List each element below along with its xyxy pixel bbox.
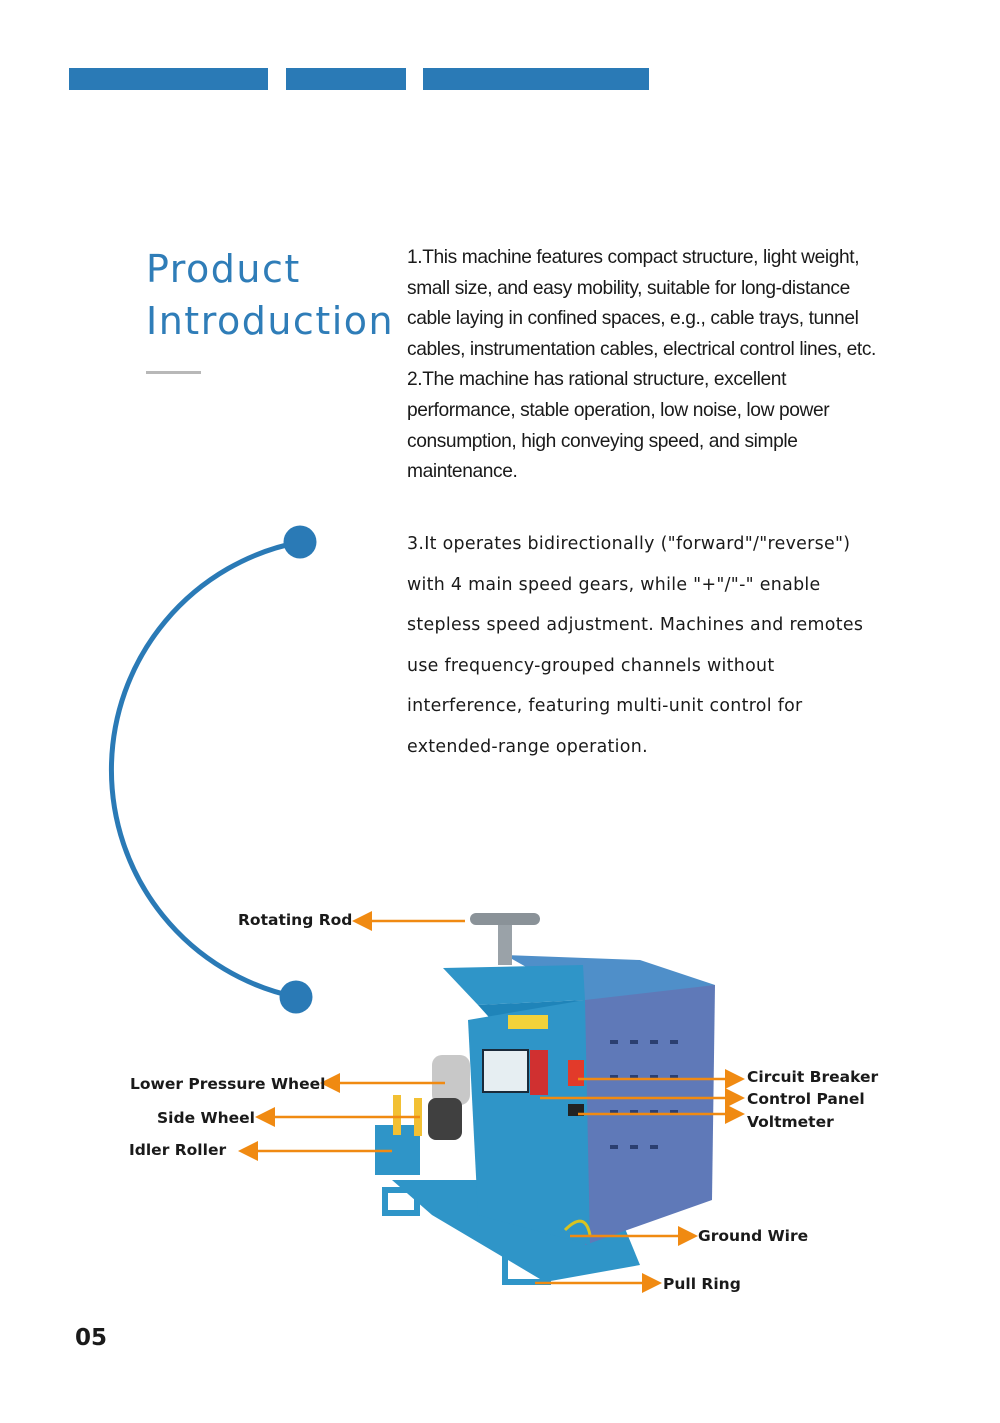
header-bar-1 bbox=[69, 68, 268, 90]
intro-text: 1.This machine features compact structur… bbox=[407, 243, 887, 488]
intro-paragraph-3: 3.It operates bidirectionally ("forward"… bbox=[407, 534, 864, 757]
arc-dot-top bbox=[283, 525, 317, 559]
label-idler-roller: Idler Roller bbox=[129, 1141, 227, 1159]
label-voltmeter: Voltmeter bbox=[747, 1113, 834, 1131]
section-title-line-1: Product bbox=[146, 247, 301, 291]
label-lower-pressure-wheel: Lower Pressure Wheel bbox=[130, 1075, 326, 1093]
label-pull-ring: Pull Ring bbox=[663, 1275, 741, 1293]
header-bar-2 bbox=[286, 68, 406, 90]
label-circuit-breaker: Circuit Breaker bbox=[747, 1068, 879, 1086]
intro-paragraph-2: 2.The machine has rational structure, ex… bbox=[407, 369, 830, 483]
label-control-panel: Control Panel bbox=[747, 1090, 865, 1108]
label-rotating-rod: Rotating Rod bbox=[238, 911, 353, 929]
arc-dot-bottom bbox=[279, 980, 313, 1014]
intro-paragraph-1: 1.This machine features compact structur… bbox=[407, 247, 876, 360]
section-title-line-2: Introduction bbox=[146, 299, 395, 343]
label-side-wheel: Side Wheel bbox=[157, 1109, 255, 1127]
header-bar-3 bbox=[423, 68, 649, 90]
label-ground-wire: Ground Wire bbox=[698, 1227, 809, 1245]
title-underline bbox=[146, 371, 201, 374]
page-number: 05 bbox=[75, 1325, 108, 1351]
section-title: Product Introduction bbox=[146, 243, 394, 347]
